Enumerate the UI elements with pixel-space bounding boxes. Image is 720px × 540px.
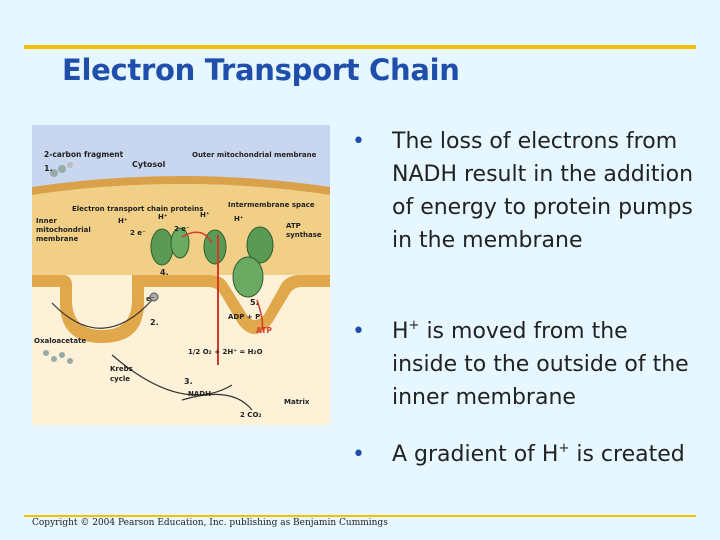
electron-transport-diagram: 2-carbon fragment Cytosol Outer mitochon… bbox=[32, 125, 330, 425]
bullet-marker: • bbox=[352, 315, 365, 348]
label-atp-synthase-1: ATP bbox=[286, 222, 301, 230]
label-adp: ADP + P bbox=[228, 313, 260, 321]
label-step5: 5. bbox=[250, 298, 259, 307]
label-krebs-2: cycle bbox=[110, 375, 130, 383]
label-e-1: 2 e⁻ bbox=[130, 229, 146, 237]
bullet-marker: • bbox=[352, 438, 365, 471]
bullet-loss-of-electrons: • The loss of electrons from NADH result… bbox=[352, 125, 702, 257]
label-etc-proteins: Electron transport chain proteins bbox=[72, 205, 203, 213]
label-inner-1: Inner bbox=[36, 217, 57, 225]
label-step2: 2. bbox=[150, 318, 159, 327]
label-step4: 4. bbox=[160, 268, 169, 277]
label-water-equation: 1/2 O₂ + 2H⁺ = H₂O bbox=[188, 348, 263, 356]
label-inner-2: mitochondrial bbox=[36, 226, 91, 234]
label-cytosol: Cytosol bbox=[132, 160, 166, 169]
label-krebs-1: Krebs bbox=[110, 365, 133, 373]
label-h-3: H⁺ bbox=[200, 211, 210, 219]
label-two-carbon: 2-carbon fragment bbox=[44, 150, 124, 159]
label-matrix: Matrix bbox=[284, 398, 310, 406]
bullet-text: H+ is moved from the inside to the outsi… bbox=[392, 315, 692, 414]
label-atp: ATP bbox=[256, 326, 272, 335]
label-step3: 3. bbox=[184, 377, 193, 386]
label-co2: 2 CO₂ bbox=[240, 411, 261, 419]
bullet-marker: • bbox=[352, 125, 365, 158]
bullet-h-moved: • H+ is moved from the inside to the out… bbox=[352, 315, 692, 414]
bullet-text: A gradient of H+ is created bbox=[392, 438, 712, 471]
bullet-gradient: • A gradient of H+ is created bbox=[352, 438, 712, 471]
label-nadh: NADH bbox=[188, 390, 211, 398]
label-intermembrane: Intermembrane space bbox=[228, 201, 315, 209]
label-h-1: H⁺ bbox=[118, 217, 128, 225]
copyright-notice: Copyright © 2004 Pearson Education, Inc.… bbox=[32, 518, 388, 528]
label-e-3: e⁻ bbox=[146, 295, 155, 303]
label-outer-membrane: Outer mitochondrial membrane bbox=[192, 151, 317, 159]
label-atp-synthase-2: synthase bbox=[286, 231, 322, 239]
slide-title: Electron Transport Chain bbox=[62, 53, 460, 87]
label-inner-3: membrane bbox=[36, 235, 79, 243]
bullet-text: The loss of electrons from NADH result i… bbox=[392, 125, 702, 257]
label-h-2: H⁺ bbox=[158, 213, 168, 221]
label-h-4: H⁺ bbox=[234, 215, 244, 223]
etc-protein-icon bbox=[204, 230, 226, 264]
footer-rule bbox=[24, 515, 696, 517]
label-oxaloacetate: Oxaloacetate bbox=[34, 337, 86, 345]
title-rule bbox=[24, 45, 696, 49]
label-step1: 1. bbox=[44, 164, 53, 173]
label-e-2: 2 e⁻ bbox=[174, 225, 190, 233]
